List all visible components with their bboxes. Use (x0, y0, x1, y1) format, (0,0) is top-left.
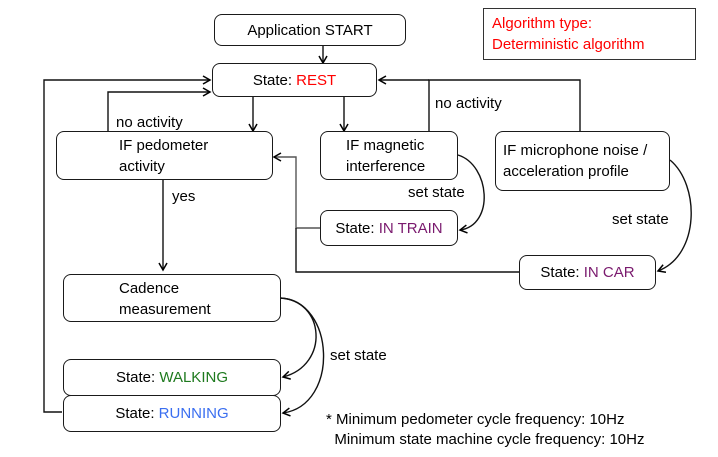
state-value: IN CAR (583, 264, 635, 281)
state-prefix: State: (116, 369, 160, 386)
node-label-line2: measurement (119, 301, 211, 318)
node-label-line1: Cadence (119, 280, 180, 297)
node-label: Application START (247, 21, 373, 39)
node-label-line2: interference (346, 158, 426, 175)
node-state-in-car: State: IN CAR (519, 255, 656, 290)
node-label-line1: IF magnetic (346, 137, 425, 154)
edge-sensors-no-activity (428, 79, 581, 131)
footnote-state-machine-frequency: Minimum state machine cycle frequency: 1… (326, 431, 645, 448)
edge-train-car-to-pedometer (272, 152, 320, 229)
state-value: WALKING (159, 369, 228, 386)
node-if-magnetic-interference: IF magnetic interference (320, 131, 458, 180)
node-if-microphone-noise: IF microphone noise / acceleration profi… (495, 131, 670, 191)
label-set-state-car: set state (612, 211, 669, 228)
footnote-pedometer-frequency: * Minimum pedometer cycle frequency: 10H… (326, 411, 625, 428)
label-set-state-train: set state (408, 184, 465, 201)
node-label-line1: IF microphone noise / (503, 142, 648, 159)
algorithm-type-note: Algorithm type: Deterministic algorithm (483, 8, 696, 60)
state-prefix: State: (252, 71, 297, 89)
state-prefix: State: (115, 405, 159, 422)
edge-microphone-set-state (656, 159, 692, 273)
node-application-start: Application START (214, 14, 406, 46)
label-set-state-cadence: set state (330, 347, 387, 364)
node-label-line2: acceleration profile (503, 163, 629, 180)
note-line2: Deterministic algorithm (492, 36, 645, 53)
edge-cadence-set-walking (279, 297, 317, 380)
state-prefix: State: (335, 219, 379, 237)
edge-magnetic-set-state (457, 154, 485, 234)
label-no-activity-right: no activity (435, 95, 502, 112)
state-value: RUNNING (158, 405, 229, 422)
node-cadence-measurement: Cadence measurement (63, 274, 281, 322)
label-no-activity-left: no activity (116, 114, 183, 131)
node-state-walking: State: WALKING (63, 359, 281, 396)
label-yes: yes (172, 188, 196, 205)
edge-cadence-set-running (279, 297, 325, 417)
node-state-rest: State: REST (212, 63, 377, 97)
node-if-pedometer-activity: IF pedometer activity (56, 131, 273, 180)
node-label-line2: activity (119, 158, 165, 175)
node-state-running: State: RUNNING (63, 395, 281, 432)
edge-pedometer-no-activity (107, 87, 212, 131)
note-line1: Algorithm type: (492, 15, 593, 32)
state-prefix: State: (540, 264, 584, 281)
state-value: REST (296, 71, 337, 89)
state-value: IN TRAIN (378, 219, 443, 237)
node-state-in-train: State: IN TRAIN (320, 210, 458, 246)
node-label-line1: IF pedometer (119, 137, 209, 154)
edge-running-to-rest (43, 75, 212, 413)
